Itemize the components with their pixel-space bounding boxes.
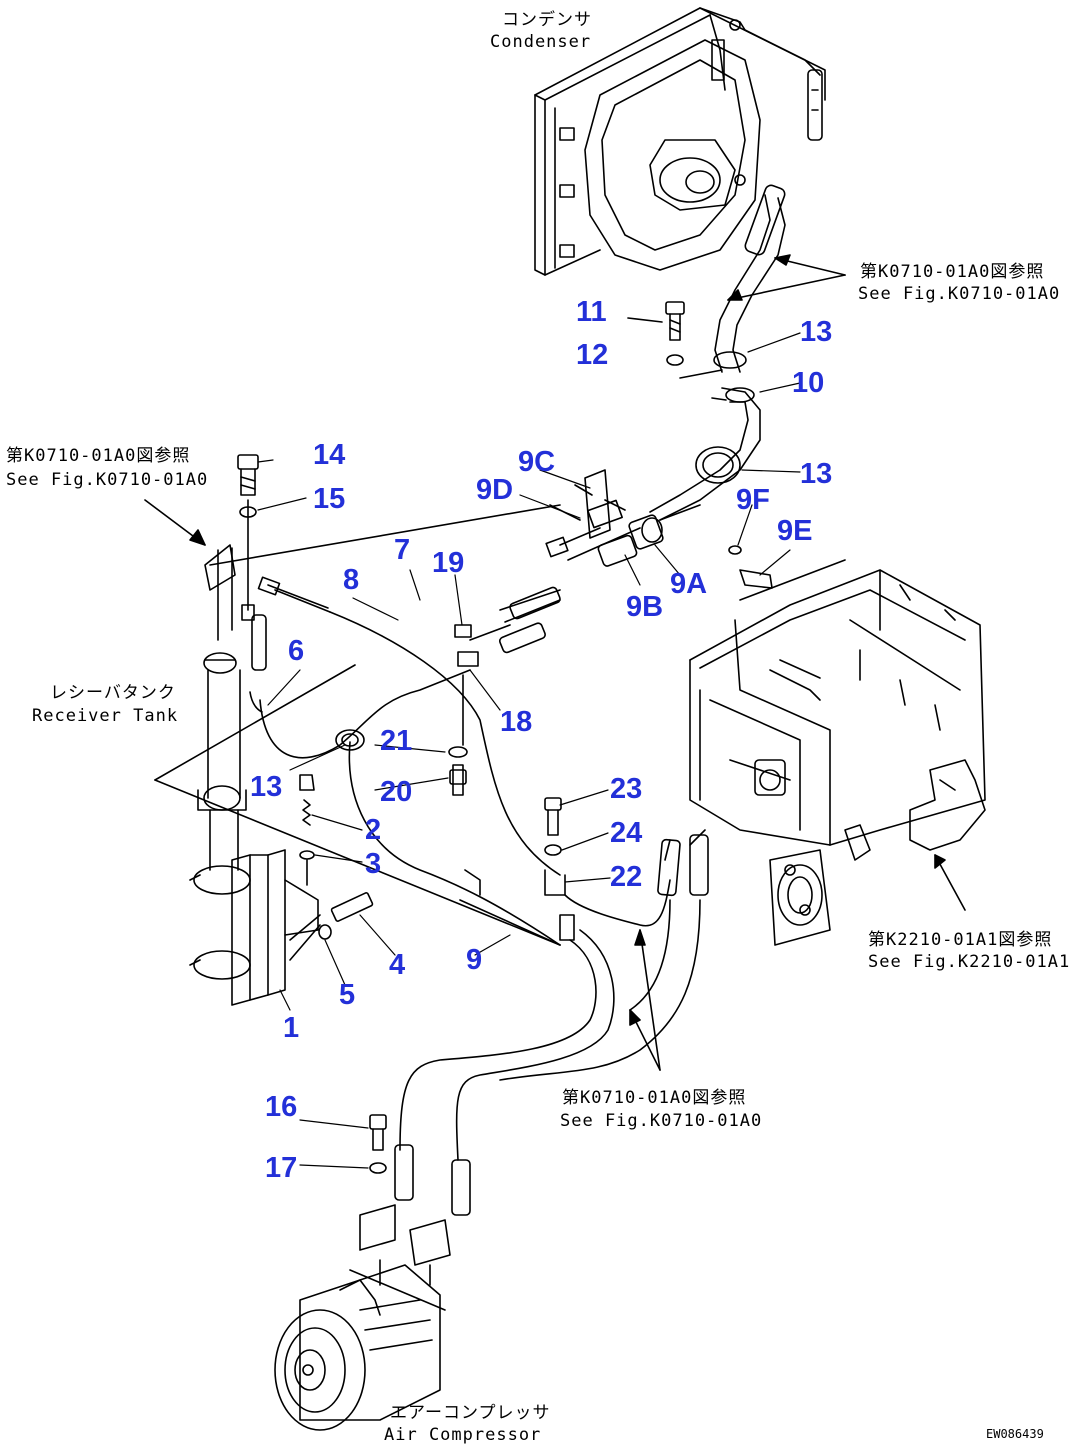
reference-right-en: See Fig.K2210-01A1 (868, 952, 1071, 972)
part-number-24: 24 (610, 817, 643, 849)
part-number-9f: 9F (736, 484, 770, 516)
part-number-9c: 9C (518, 446, 556, 478)
reference-top-right-jp: 第K0710-01A0図参照 (860, 262, 1045, 282)
air-compressor-assembly (274, 1114, 471, 1431)
condenser-hose (649, 184, 786, 521)
part-number-3: 3 (365, 848, 382, 880)
part-number-21: 21 (380, 725, 413, 757)
reference-top-left-jp: 第K0710-01A0図参照 (6, 446, 191, 466)
condenser-label-jp: コンデンサ (502, 10, 592, 30)
receiver-tank-label-en: Receiver Tank (32, 706, 179, 726)
part-number-22: 22 (610, 861, 643, 893)
part-number-11: 11 (576, 296, 607, 328)
part-number-14: 14 (313, 439, 346, 471)
receiver-tank-label-jp: レシーバタンク (50, 683, 176, 703)
part-number-9a: 9A (670, 568, 708, 600)
reference-right-jp: 第K2210-01A1図参照 (868, 930, 1053, 950)
part-number-16: 16 (265, 1091, 298, 1123)
reference-arrow-right (934, 854, 966, 911)
part-number-15: 15 (313, 483, 346, 515)
reference-bottom-en: See Fig.K0710-01A0 (560, 1111, 763, 1131)
reference-arrows-top-right (727, 254, 846, 301)
condenser-assembly (534, 7, 826, 276)
part-number-20: 20 (380, 776, 413, 808)
part-number-9: 9 (466, 944, 483, 976)
part-number-9e: 9E (777, 515, 813, 547)
part-number-12: 12 (576, 339, 609, 371)
part-number-6: 6 (288, 635, 305, 667)
part-leader-lines (257, 332, 801, 1169)
reference-arrow-top-left (144, 499, 206, 546)
air-compressor-label-en: Air Compressor (384, 1425, 542, 1445)
valve-fitting-9 (545, 469, 773, 589)
part-number-19: 19 (432, 547, 465, 579)
air-compressor-label-jp: エアーコンプレッサ (390, 1403, 551, 1423)
liquid-pipes (249, 576, 709, 1161)
reference-top-left-en: See Fig.K0710-01A0 (6, 470, 209, 490)
part-number-18: 18 (500, 706, 533, 738)
part-number-17: 17 (265, 1152, 298, 1184)
part-number-1: 1 (283, 1012, 300, 1044)
reference-arrows-bottom (629, 929, 661, 1071)
reference-bottom-jp: 第K0710-01A0図参照 (562, 1088, 747, 1108)
air-conditioner-unit (689, 559, 986, 946)
part-number-13-lower: 13 (250, 771, 283, 803)
part-number-7: 7 (394, 534, 411, 566)
part-number-10: 10 (792, 367, 825, 399)
drawing-code: EW086439 (986, 1427, 1044, 1441)
part-number-5: 5 (339, 979, 356, 1011)
part-number-23: 23 (610, 773, 643, 805)
reference-top-right-en: See Fig.K0710-01A0 (858, 284, 1061, 304)
part-number-9b: 9B (626, 591, 664, 623)
part-number-13-middle: 13 (800, 458, 833, 490)
receiver-tank-assembly (154, 454, 561, 1006)
part-number-2: 2 (365, 814, 382, 846)
bolt-11-washer-12 (627, 301, 727, 401)
part-number-9d: 9D (476, 474, 514, 506)
part-number-4: 4 (389, 949, 406, 981)
condenser-label-en: Condenser (490, 32, 592, 52)
part-number-13-top: 13 (800, 316, 833, 348)
part-number-8: 8 (343, 564, 360, 596)
